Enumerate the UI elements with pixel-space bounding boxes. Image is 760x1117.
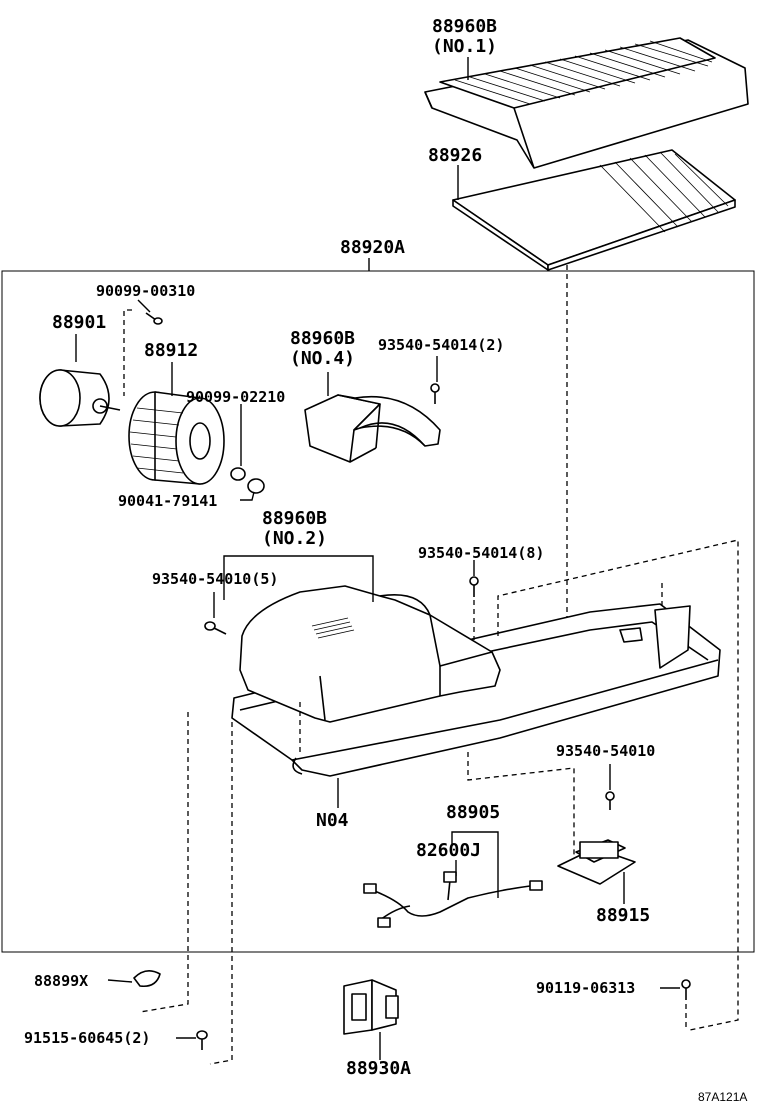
label-88915: 88915 — [596, 905, 650, 926]
label-90119-06313: 90119-06313 — [536, 979, 635, 997]
washer-90041-79141 — [247, 478, 265, 494]
screw-93540-54014-2 — [430, 383, 440, 404]
label-93540-54014-8: 93540-54014(8) — [418, 544, 544, 562]
label-N04: N04 — [316, 810, 349, 831]
label-91515-60645-2: 91515-60645(2) — [24, 1029, 150, 1047]
label-93540-54010: 93540-54010 — [556, 742, 655, 760]
blower-motor-part — [39, 369, 121, 427]
blower-fan-part — [128, 391, 225, 485]
label-93540-54014-2: 93540-54014(2) — [378, 336, 504, 354]
screw-93540-54010 — [605, 791, 615, 810]
guide-88899X — [139, 712, 189, 1013]
label-88912: 88912 — [144, 340, 198, 361]
duct-no4-part — [304, 394, 441, 463]
grommet-88899X — [133, 970, 161, 988]
label-88901: 88901 — [52, 312, 106, 333]
label-88960B-no4-sub: (NO.4) — [290, 348, 355, 369]
filter-part — [452, 149, 736, 271]
label-88926: 88926 — [428, 145, 482, 166]
bracket-88960B-no2 — [223, 555, 374, 602]
screw-93540-54010-5 — [204, 621, 227, 635]
label-90041-79141: 90041-79141 — [118, 492, 217, 510]
label-88960B-no4: 88960B — [290, 328, 355, 349]
leader-88899X — [107, 979, 133, 983]
label-88960B-no1-sub: (NO.1) — [432, 36, 497, 57]
switch-88930A-part — [343, 979, 399, 1035]
label-93540-54010-5: 93540-54010(5) — [152, 570, 278, 588]
assembly-frame — [1, 270, 755, 953]
screw-90119-06313 — [681, 979, 691, 1000]
label-90099-02210: 90099-02210 — [186, 388, 285, 406]
screw-93540-54014-8 — [469, 576, 479, 597]
label-90099-00310: 90099-00310 — [96, 282, 195, 300]
nut-90099-02210 — [230, 467, 246, 481]
clip-91515-60645 — [196, 1030, 208, 1050]
leader-90041-79141 — [240, 491, 255, 501]
cover-no2-part — [239, 585, 501, 723]
label-88930A: 88930A — [346, 1058, 411, 1079]
label-88905: 88905 — [446, 802, 500, 823]
label-82600J: 82600J — [416, 840, 481, 861]
guide-91515-60645 — [209, 722, 233, 1065]
guide-90099-00310 — [123, 309, 132, 396]
label-88920A: 88920A — [340, 237, 405, 258]
label-88960B-no2: 88960B — [262, 508, 327, 529]
screw-90099-00310 — [145, 312, 163, 325]
cover-no1-part — [424, 37, 749, 169]
leader-90099-00310 — [137, 299, 151, 313]
figure-code: 87A121A — [698, 1090, 747, 1104]
bracket-88905 — [451, 831, 499, 898]
bracket-88915-part — [557, 839, 636, 885]
label-88960B-no1: 88960B — [432, 16, 497, 37]
label-88960B-no2-sub: (NO.2) — [262, 528, 327, 549]
label-88899X: 88899X — [34, 972, 88, 990]
wire-harness-part — [363, 871, 543, 928]
guide-88915 — [467, 752, 575, 856]
